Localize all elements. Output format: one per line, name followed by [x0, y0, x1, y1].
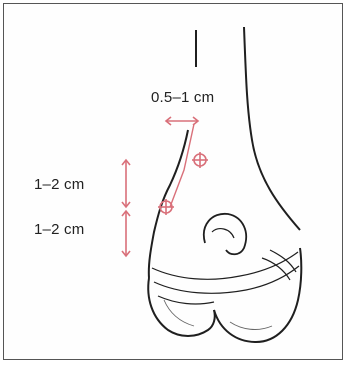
pin-site-upper-marker — [192, 152, 208, 168]
notch-inner-curve — [212, 229, 234, 238]
middle-measure-label: 1–2 cm — [34, 176, 84, 193]
bottom-measure-label: 1–2 cm — [34, 221, 84, 238]
top-measure-arrow — [166, 117, 198, 125]
epicondyle-ridge — [262, 250, 296, 280]
intercondylar-notch — [204, 214, 246, 254]
bottom-measure-arrow — [122, 211, 130, 256]
pin-guide-line — [170, 124, 194, 207]
top-measure-label: 0.5–1 cm — [151, 89, 214, 106]
femur-shaft-right-edge — [244, 27, 300, 230]
middle-measure-arrow — [122, 160, 130, 207]
femur-left-contour — [149, 130, 188, 278]
lateral-condyle — [148, 278, 214, 336]
condyle-shading — [164, 300, 272, 329]
condyle-articular-lines — [152, 252, 299, 304]
